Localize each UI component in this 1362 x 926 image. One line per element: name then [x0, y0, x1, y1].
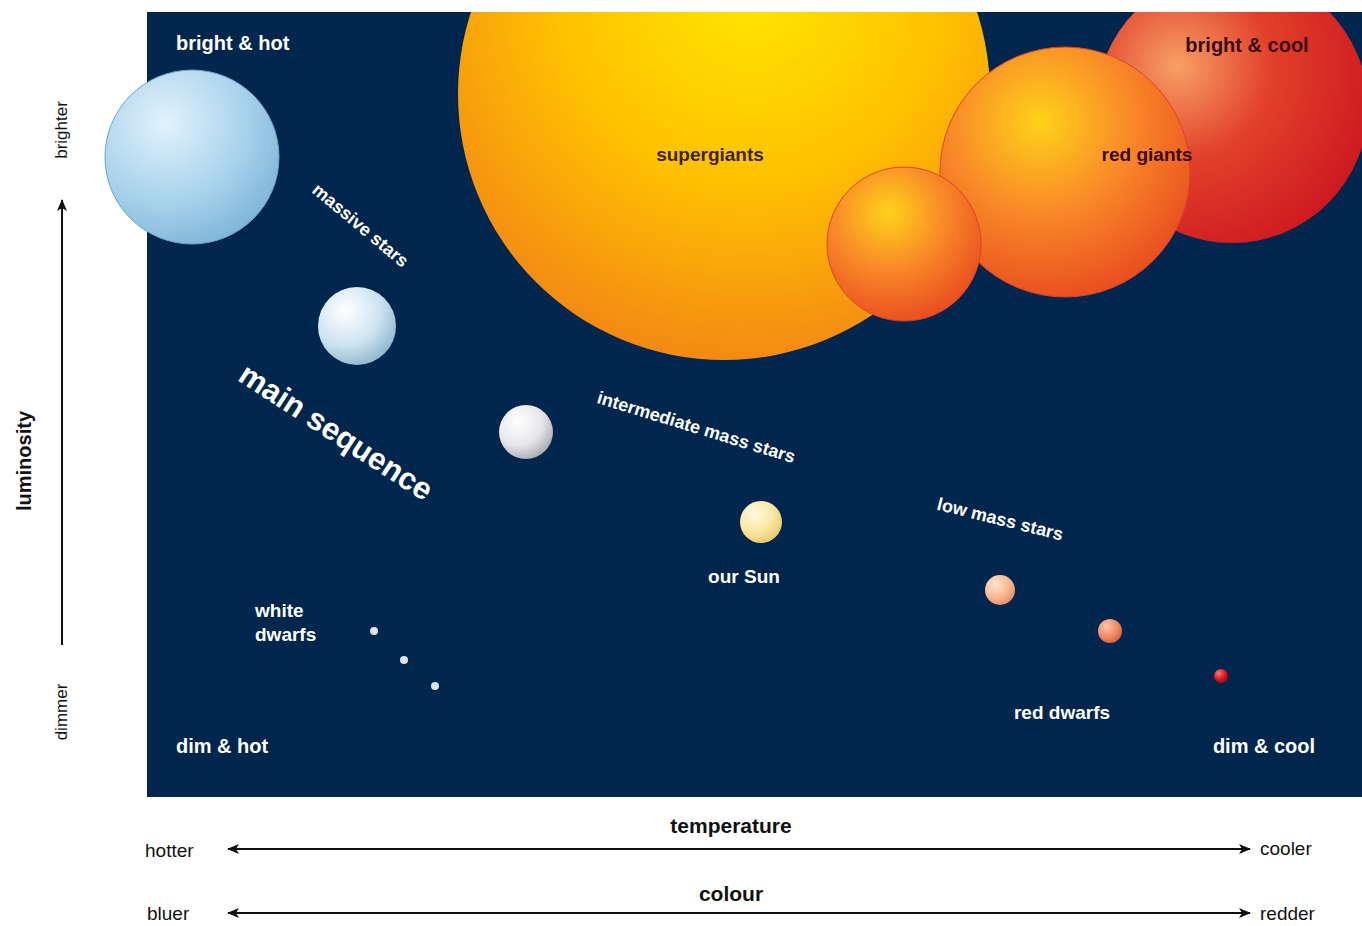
intermediate-star [499, 405, 553, 459]
massive-star [318, 287, 396, 365]
axis-title: colour [699, 881, 763, 906]
sun-star [740, 501, 782, 543]
axis-end-label: cooler [1260, 838, 1312, 861]
white-dwarf-star [400, 656, 408, 664]
white-dwarf-star [370, 627, 378, 635]
node-text: supergiants [656, 144, 764, 166]
star-label: red dwarfs [1014, 702, 1110, 725]
axis-title: temperature [670, 813, 791, 838]
corner-label: dim & cool [1213, 734, 1315, 758]
axis-arrow [228, 848, 1250, 850]
axis-end-label: hotter [145, 840, 194, 863]
node-text: red giants [1102, 144, 1193, 166]
axis-end-label: brighter [52, 101, 72, 159]
bright-hot-star [105, 70, 279, 244]
supergiant-star [458, 12, 990, 360]
low-mass-star [985, 575, 1015, 605]
axis-end-label: bluer [147, 903, 189, 926]
corner-label: bright & hot [176, 31, 289, 55]
corner-label: dim & hot [176, 734, 268, 758]
corner-label: bright & cool [1185, 33, 1308, 57]
low-mass-star [1098, 619, 1122, 643]
star-label: white dwarfs [255, 599, 335, 647]
red-giant-star [827, 167, 981, 321]
axis-title: luminosity [12, 411, 36, 511]
star-label: our Sun [708, 566, 780, 589]
axis-arrow [228, 912, 1250, 914]
white-dwarf-star [431, 682, 439, 690]
star-type-label: red giants [1096, 140, 1199, 170]
red-dwarf-star [1214, 669, 1228, 683]
star-type-label: supergiants [650, 140, 770, 170]
axis-arrow [61, 200, 63, 645]
axis-end-label: redder [1260, 903, 1315, 926]
axis-end-label: dimmer [52, 684, 72, 741]
